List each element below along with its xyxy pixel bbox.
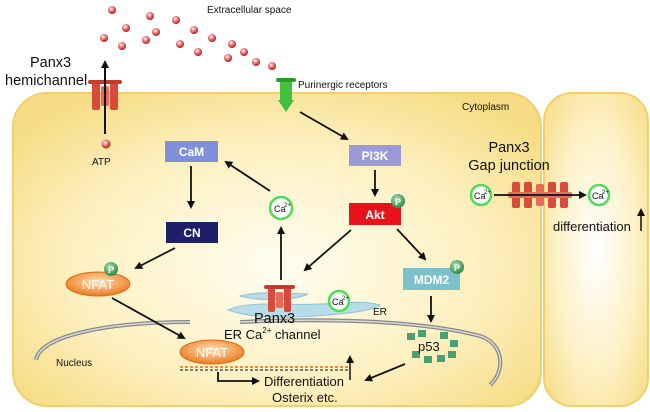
akt-phospho-label: P — [395, 197, 401, 207]
p53-complex — [407, 330, 458, 363]
nfat-cytoplasm — [65, 271, 131, 297]
cell-left — [12, 92, 542, 407]
cam-box — [165, 141, 218, 162]
panx3-hemichannel-subtitle: hemichannel — [5, 73, 87, 89]
panx3-er-title: Panx3 — [254, 311, 295, 327]
mdm2-phospho-mark — [450, 260, 464, 274]
svg-text:Ca: Ca — [332, 297, 344, 307]
akt-phospho-mark — [391, 194, 405, 208]
ca-gap-right: Ca 2+ — [587, 183, 611, 207]
ca-to-cam-arrow — [224, 160, 271, 192]
cn-to-nfat-arrow — [134, 247, 176, 269]
nfat-phospho-mark — [104, 262, 118, 276]
atp-label: ATP — [92, 157, 111, 168]
nfat-transcription-arrow — [217, 372, 260, 385]
p53-label: p53 — [418, 339, 440, 354]
ca-gap-left: Ca 2+ — [469, 183, 493, 207]
mdm2-phospho-label: P — [454, 263, 460, 273]
svg-text:2+: 2+ — [602, 190, 609, 196]
akt-to-er-channel-arrow — [303, 229, 352, 272]
dna-strand — [180, 366, 350, 371]
ca-er: Ca 2+ — [327, 289, 351, 313]
panx3-er-channel-icon — [264, 285, 295, 312]
panx3-hemichannel-title: Panx3 — [30, 55, 71, 71]
nfat-translocation-arrow — [111, 297, 186, 339]
svg-text:2+: 2+ — [284, 203, 291, 209]
cam-label: CaM — [179, 145, 204, 159]
svg-text:2+: 2+ — [342, 296, 349, 302]
nucleus-label: Nucleus — [56, 358, 92, 369]
nfat-phospho-label: P — [108, 265, 114, 275]
atp-dot — [101, 139, 111, 149]
cytoplasm-label: Cytoplasm — [462, 102, 509, 113]
akt-to-mdm2-arrow — [396, 228, 427, 261]
er-label: ER — [373, 307, 387, 318]
akt-label: Akt — [365, 208, 384, 222]
cell-right — [543, 92, 649, 407]
p53-to-differentiation-arrow — [364, 363, 406, 382]
differentiation-right-label: differentiation — [553, 219, 631, 234]
gap-junction-subtitle: Gap junction — [468, 158, 549, 174]
osterix-label: Osterix etc. — [272, 390, 338, 405]
akt-box — [349, 203, 401, 225]
ca-cytoplasm: Ca 2+ — [268, 195, 294, 221]
mdm2-label: MDM2 — [414, 273, 450, 287]
cn-box — [166, 222, 218, 243]
panx3-er-subtitle: ER Ca2+ channel — [224, 326, 321, 342]
atp-dots — [100, 6, 276, 70]
nfat-cytoplasm-label: NFAT — [82, 277, 114, 292]
mdm2-box — [403, 268, 460, 290]
purinergic-receptor-icon — [276, 78, 296, 112]
purinergic-label: Purinergic receptors — [298, 80, 387, 91]
svg-text:Ca: Ca — [274, 204, 286, 214]
svg-text:Ca: Ca — [592, 191, 604, 201]
nfat-nucleus — [179, 339, 245, 365]
pi3k-box — [349, 145, 401, 166]
pi3k-label: PI3K — [362, 149, 389, 163]
nfat-nucleus-label: NFAT — [196, 345, 228, 360]
cn-label: CN — [183, 226, 200, 240]
gap-junction-title: Panx3 — [488, 140, 529, 156]
svg-text:2+: 2+ — [484, 190, 491, 196]
receptor-to-pi3k-arrow — [299, 111, 349, 140]
differentiation-label: Differentiation — [264, 374, 344, 389]
extracellular-label: Extracellular space — [207, 5, 292, 16]
svg-text:Ca: Ca — [474, 191, 486, 201]
